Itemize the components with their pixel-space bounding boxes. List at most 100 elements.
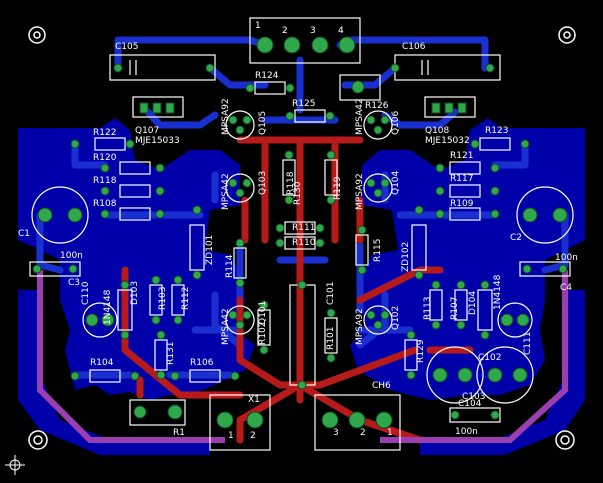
q101-outline — [225, 305, 255, 335]
label-x1: X1 — [248, 395, 260, 405]
label-ch6: CH6 — [372, 381, 391, 391]
r118b-outline — [282, 159, 296, 196]
component-labels: 1 2 3 4 C105 C106 R124 R125 R126 Q107 MJ… — [18, 21, 578, 441]
label-mpsa92-b: MPSA92 — [355, 173, 365, 210]
label-100n-left: 100n — [60, 251, 83, 261]
label-pin3: 3 — [310, 26, 316, 36]
r119-outline — [324, 159, 338, 196]
label-pin1: 1 — [255, 21, 261, 31]
label-mpsa42-a: MPSA42 — [221, 173, 231, 210]
label-100n-right: 100n — [555, 253, 578, 263]
label-mpsa42-c: MPSA42 — [221, 308, 231, 345]
c2-outline — [516, 186, 574, 244]
q103-outline — [225, 173, 255, 203]
label-q107: Q107 — [135, 126, 159, 136]
origin-crosshair — [5, 455, 25, 475]
label-r122: R122 — [93, 128, 116, 138]
label-q105: Q105 — [258, 111, 268, 135]
pads — [32, 36, 568, 429]
r102v-outline — [257, 309, 271, 346]
label-r104: R104 — [90, 358, 114, 368]
r115-outline — [355, 234, 369, 266]
label-mje-left: MJE15033 — [135, 136, 180, 146]
r124-outline — [254, 81, 286, 95]
label-r118: R118 — [93, 176, 117, 186]
label-r108: R108 — [93, 199, 117, 209]
r126-pot-outline — [339, 74, 381, 101]
label-c103: C103 — [462, 392, 485, 402]
r1-outline — [129, 399, 186, 426]
label-r120: R120 — [93, 153, 117, 163]
c3-outline — [29, 261, 81, 277]
label-100n-bottom: 100n — [455, 427, 478, 437]
silkscreen — [29, 17, 574, 451]
r123-outline — [479, 137, 511, 151]
label-q108: Q108 — [425, 126, 450, 136]
label-r115: R115 — [373, 239, 383, 262]
c102-outline — [426, 346, 484, 404]
label-c111: C111 — [523, 332, 533, 355]
r122-outline — [94, 137, 126, 151]
label-q103: Q103 — [258, 171, 268, 195]
r121-outline — [449, 161, 481, 175]
label-r125: R125 — [292, 99, 315, 109]
label-ch6-pin3: 3 — [333, 428, 339, 438]
x1-outline — [209, 394, 271, 451]
label-r113: R113 — [423, 297, 433, 320]
label-q101: Q101 — [258, 301, 268, 325]
zd102-outline — [411, 224, 427, 271]
c111-outline — [497, 302, 533, 338]
mounting-hole-bl — [28, 430, 48, 450]
label-r107: R107 — [450, 297, 460, 320]
r118-outline — [119, 184, 151, 198]
label-r103: R103 — [158, 287, 168, 310]
label-r114: R114 — [225, 254, 235, 278]
label-c1: C1 — [18, 229, 30, 239]
r101-outline — [324, 317, 338, 354]
header-connector — [249, 17, 361, 64]
r131-outline — [154, 339, 168, 371]
ch6-outline — [314, 394, 401, 451]
label-c2: C2 — [510, 233, 522, 243]
q102-outline — [363, 305, 393, 335]
label-1n4148-right: 1N4148 — [493, 274, 503, 310]
q107-outline — [132, 96, 184, 118]
label-r109: R109 — [450, 199, 474, 209]
label-r124: R124 — [255, 71, 279, 81]
label-r106: R106 — [190, 358, 214, 368]
label-zd101: ZD101 — [205, 235, 215, 265]
label-r117: R117 — [450, 174, 473, 184]
c105-outline — [109, 54, 216, 81]
label-r118-vertical: R118 — [286, 171, 296, 195]
r111-outline — [284, 221, 316, 235]
label-ch6-pin2: 2 — [360, 428, 366, 438]
label-d104: D104 — [468, 291, 478, 315]
d103-outline — [117, 289, 133, 331]
r103-outline — [149, 284, 163, 316]
label-r130: R130 — [293, 181, 303, 205]
label-c4: C4 — [560, 283, 572, 293]
label-1n4148-left: 1N4148 — [103, 289, 113, 325]
label-r101: R101 — [326, 327, 336, 350]
label-r111: R111 — [292, 223, 315, 233]
r109-outline — [449, 207, 481, 221]
zd101-outline — [189, 224, 205, 271]
c4-outline — [519, 261, 571, 277]
label-c102: C102 — [478, 353, 501, 363]
label-mpsa92-a: MPSA92 — [221, 98, 231, 135]
r106-outline — [189, 369, 221, 383]
label-pin4: 4 — [338, 26, 344, 36]
label-zd102: ZD102 — [401, 242, 411, 272]
label-x1-pin2: 2 — [250, 431, 256, 441]
mounting-hole-tr — [558, 26, 576, 44]
r108-outline — [119, 207, 151, 221]
label-x1-pin1: 1 — [228, 431, 234, 441]
label-r110: R110 — [292, 238, 316, 248]
label-r126: R126 — [365, 101, 389, 111]
label-q106: Q106 — [391, 110, 401, 135]
q106-outline — [363, 110, 393, 140]
label-r1: R1 — [173, 428, 185, 438]
label-r112: R112 — [181, 287, 191, 310]
q108-outline — [424, 96, 476, 118]
